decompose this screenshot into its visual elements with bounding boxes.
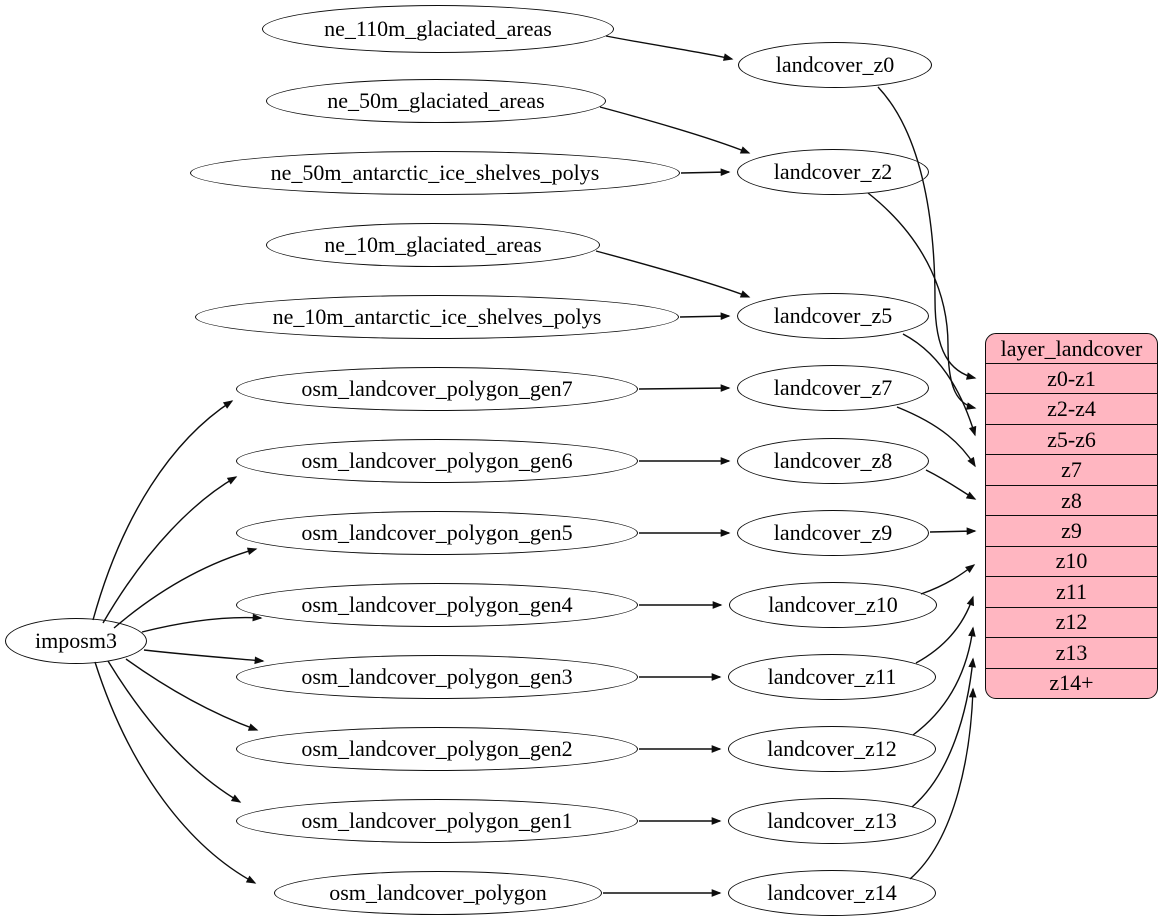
node-label: landcover_z7 xyxy=(773,375,893,400)
node-landcover-z8: landcover_z8 xyxy=(737,438,929,484)
edge-z0-to-row-z0-z1 xyxy=(877,86,977,380)
node-landcover-z12: landcover_z12 xyxy=(728,726,936,772)
node-label: landcover_z12 xyxy=(767,736,897,761)
node-label: landcover_z5 xyxy=(773,303,893,328)
record-row-z12: z12 xyxy=(986,606,1157,637)
node-label: ne_110m_glaciated_areas xyxy=(324,16,552,41)
edge-imposm3-to-poly xyxy=(94,661,257,884)
record-row-z7: z7 xyxy=(986,454,1157,484)
node-osm-landcover-polygon-gen1: osm_landcover_polygon_gen1 xyxy=(236,799,638,843)
edge-ne10a-to-z5 xyxy=(679,312,731,320)
record-row-z5-z6: z5-z6 xyxy=(986,423,1157,454)
node-landcover-z9: landcover_z9 xyxy=(737,510,929,556)
record-row-z0-z1: z0-z1 xyxy=(986,363,1157,393)
node-layer-landcover-record: layer_landcover z0-z1 z2-z4 z5-z6 z7 z8 … xyxy=(985,333,1158,699)
edge-imposm3-to-gen5 xyxy=(113,547,258,629)
edge-ne50g-to-z2 xyxy=(599,106,751,154)
node-landcover-z0: landcover_z0 xyxy=(738,42,932,88)
node-label: ne_10m_antarctic_ice_shelves_polys xyxy=(272,304,602,329)
node-label: osm_landcover_polygon_gen2 xyxy=(301,736,573,761)
edge-imposm3-to-gen7 xyxy=(92,400,234,621)
node-label: ne_50m_antarctic_ice_shelves_polys xyxy=(270,160,600,185)
node-landcover-z10: landcover_z10 xyxy=(729,582,937,628)
record-row-z14plus: z14+ xyxy=(986,667,1157,698)
edge-gen7-to-z7 xyxy=(638,384,731,392)
node-landcover-z11: landcover_z11 xyxy=(728,654,936,700)
edge-ne50a-to-z2 xyxy=(680,168,731,176)
node-label: landcover_z8 xyxy=(773,448,893,473)
node-label: landcover_z13 xyxy=(767,808,897,833)
node-osm-landcover-polygon-gen2: osm_landcover_polygon_gen2 xyxy=(236,727,638,771)
node-landcover-z7: landcover_z7 xyxy=(737,365,929,411)
node-osm-landcover-polygon: osm_landcover_polygon xyxy=(274,871,602,915)
node-osm-landcover-polygon-gen4: osm_landcover_polygon_gen4 xyxy=(236,583,638,627)
node-osm-landcover-polygon-gen7: osm_landcover_polygon_gen7 xyxy=(236,367,638,411)
node-label: osm_landcover_polygon_gen6 xyxy=(301,448,573,473)
record-row-z13: z13 xyxy=(986,637,1157,667)
node-landcover-z2: landcover_z2 xyxy=(737,149,929,195)
edge-imposm3-to-gen4 xyxy=(141,613,263,633)
edge-z10-to-row-z10 xyxy=(920,564,976,595)
node-ne-50m-antarctic-ice-shelves-polys: ne_50m_antarctic_ice_shelves_polys xyxy=(190,151,680,195)
node-landcover-z13: landcover_z13 xyxy=(728,798,936,844)
node-label: osm_landcover_polygon xyxy=(329,880,547,905)
edge-ne110-to-z0 xyxy=(605,35,734,61)
node-ne-10m-antarctic-ice-shelves-polys: ne_10m_antarctic_ice_shelves_polys xyxy=(195,295,679,339)
node-label: osm_landcover_polygon_gen4 xyxy=(301,592,573,617)
node-label: osm_landcover_polygon_gen3 xyxy=(301,664,573,689)
edge-imposm3-to-gen1 xyxy=(107,660,242,803)
node-label: osm_landcover_polygon_gen1 xyxy=(301,808,573,833)
node-osm-landcover-polygon-gen5: osm_landcover_polygon_gen5 xyxy=(236,511,638,555)
node-landcover-z14: landcover_z14 xyxy=(728,870,936,916)
record-row-z9: z9 xyxy=(986,515,1157,545)
node-label: landcover_z10 xyxy=(768,592,898,617)
node-label: imposm3 xyxy=(35,628,117,653)
edge-ne10g-to-z5 xyxy=(595,250,751,298)
node-osm-landcover-polygon-gen3: osm_landcover_polygon_gen3 xyxy=(236,655,638,699)
node-label: ne_50m_glaciated_areas xyxy=(327,88,545,113)
edge-imposm3-to-gen2 xyxy=(125,658,259,731)
record-row-z11: z11 xyxy=(986,576,1157,606)
node-imposm3: imposm3 xyxy=(5,618,147,664)
edge-z14-to-row-z14plus xyxy=(909,687,977,880)
record-row-z8: z8 xyxy=(986,484,1157,515)
node-label: landcover_z9 xyxy=(773,520,893,545)
node-label: landcover_z11 xyxy=(767,664,897,689)
record-row-z10: z10 xyxy=(986,545,1157,576)
edge-imposm3-to-gen6 xyxy=(102,476,238,624)
node-label: osm_landcover_polygon_gen5 xyxy=(301,520,573,545)
node-ne-110m-glaciated-areas: ne_110m_glaciated_areas xyxy=(262,5,614,53)
node-ne-10m-glaciated-areas: ne_10m_glaciated_areas xyxy=(266,223,600,267)
record-title: layer_landcover xyxy=(1000,335,1143,361)
edge-z9-to-row-z9 xyxy=(929,527,977,536)
edge-z8-to-row-z8 xyxy=(925,469,977,500)
node-landcover-z5: landcover_z5 xyxy=(737,293,929,339)
record-row-z2-z4: z2-z4 xyxy=(986,393,1157,423)
node-label: ne_10m_glaciated_areas xyxy=(324,232,542,257)
node-label: landcover_z0 xyxy=(775,52,895,77)
node-label: landcover_z14 xyxy=(767,880,897,905)
node-label: osm_landcover_polygon_gen7 xyxy=(301,376,573,401)
node-ne-50m-glaciated-areas: ne_50m_glaciated_areas xyxy=(266,79,606,123)
node-osm-landcover-polygon-gen6: osm_landcover_polygon_gen6 xyxy=(236,439,638,483)
node-label: landcover_z2 xyxy=(773,159,893,184)
edge-imposm3-to-gen3 xyxy=(143,649,265,665)
